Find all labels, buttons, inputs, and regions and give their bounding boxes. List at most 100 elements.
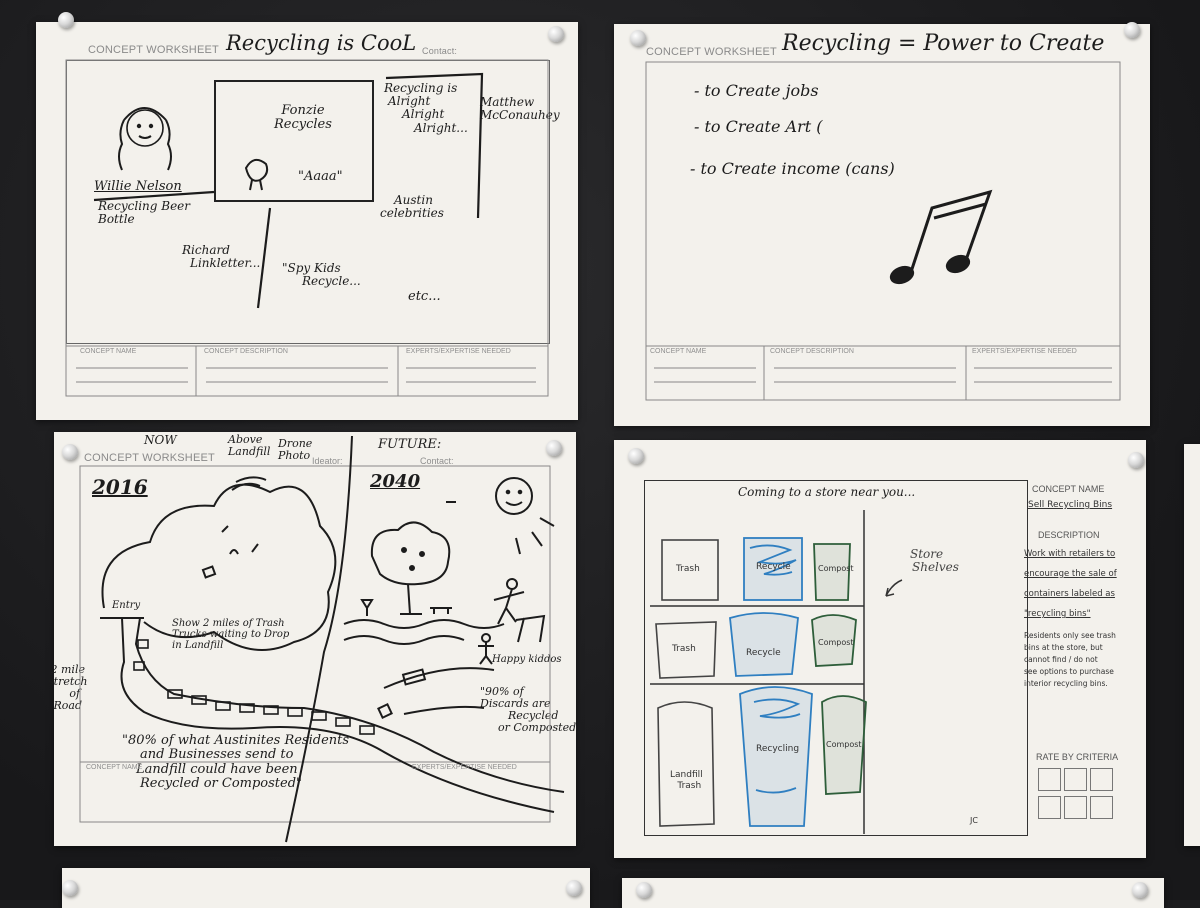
trash-bins-sketch	[655, 539, 719, 827]
richard-text: Richard Linkletter...	[182, 243, 260, 270]
description-text: Work with retailers to encourage the sal…	[1024, 544, 1117, 624]
drone-line: Drone	[278, 437, 313, 450]
show-trucks-text: Show 2 miles of Trash Trucks waiting to …	[172, 618, 289, 651]
concept-name-label: CONCEPT NAME	[86, 764, 143, 771]
push-pin	[628, 448, 644, 464]
quote-line-4: Recycled or Composted"	[140, 775, 303, 791]
ninety-line-4: or Composted	[498, 721, 577, 735]
criteria-box[interactable]	[1038, 796, 1061, 819]
worksheet-header: CONCEPT WORKSHEET	[84, 452, 215, 464]
two-mile-line-3: of	[69, 687, 81, 701]
coming-to-store-text: Coming to a store near you...	[738, 485, 916, 499]
partial-sheet-bottom-left	[62, 868, 590, 908]
push-pin	[1124, 22, 1140, 38]
above-landfill-label: Above Landfill	[228, 433, 271, 459]
richard-line-1: Richard	[182, 243, 230, 257]
drone-photo-label: Drone Photo	[278, 437, 313, 462]
description-line-4: "recycling bins"	[1024, 609, 1091, 619]
ninety-line-1: "90% of	[480, 685, 524, 698]
ninety-line-3: Recycled	[508, 709, 559, 723]
push-pin	[1128, 452, 1144, 468]
mcconaughey-text: Matthew McConauhey	[480, 95, 560, 122]
sheet-title: Recycling = Power to Create	[782, 31, 1105, 56]
trucks-line-2: Trucks waiting to Drop	[172, 629, 290, 640]
entry-label: Entry	[112, 600, 141, 611]
sketch-frame	[644, 480, 1028, 836]
bin-recycle-top: Recycle	[756, 562, 791, 572]
sheet3-sketches	[79, 435, 565, 843]
criteria-box[interactable]	[1064, 768, 1087, 791]
store-shelves-text: Store Shelves	[910, 547, 959, 575]
bullet-income: - to Create income (cans)	[690, 159, 895, 178]
etc-text: etc...	[408, 289, 441, 304]
description-line-3: containers labeled as	[1024, 589, 1115, 599]
criteria-box[interactable]	[1038, 768, 1061, 791]
push-pin	[58, 12, 74, 28]
concept-name-label: CONCEPT NAME	[80, 348, 137, 355]
bin-compost-top: Compost	[818, 564, 854, 573]
bin-recycling-tall: Recycling	[756, 744, 800, 754]
concept-name-label: CONCEPT NAME	[1032, 484, 1105, 494]
two-mile-line-1: 2 mile	[50, 663, 85, 676]
shelves-sketch	[650, 510, 903, 834]
note-line-2: bins at the store, but	[1024, 643, 1103, 652]
fonzie-box	[214, 80, 374, 202]
landfill-line: Landfill	[228, 445, 271, 459]
beer-line-2: Bottle	[98, 212, 135, 227]
fonzie-line-2: Recycles	[274, 117, 332, 133]
note-line-1: Residents only see trash	[1024, 631, 1116, 640]
alright-line-4: Alright...	[414, 120, 468, 135]
compost-bins-sketch	[811, 543, 867, 795]
note-line-3: cannot find / do not	[1024, 655, 1098, 664]
spy-kids-line-1: "Spy Kids	[282, 261, 341, 275]
ideator-label: Ideator:	[312, 456, 343, 466]
quote-line-2: and Businesses send to	[140, 747, 294, 763]
willie-nelson-text: Willie Nelson	[94, 179, 182, 194]
bin-trash-mid: Trash	[672, 644, 696, 654]
bin-trash-top: Trash	[676, 564, 700, 574]
happy-kiddos-text: Happy kiddos	[492, 654, 562, 665]
worksheet-recycling-is-cool: CONCEPT WORKSHEET Contact: Recycling is …	[36, 22, 578, 420]
trucks-sketch	[133, 639, 375, 735]
push-pin	[1132, 882, 1148, 898]
austin-line-2: celebrities	[380, 206, 444, 221]
aaaa-text: "Aaaa"	[298, 169, 343, 184]
form-footer-lines	[65, 59, 549, 397]
bird-sketch	[244, 158, 269, 191]
spy-kids-line-2: Recycle...	[302, 274, 361, 289]
alright-line-1: Recycling is	[384, 81, 458, 95]
sheet2-sketches	[645, 61, 1121, 401]
experts-label: EXPERTS/EXPERTISE NEEDED	[972, 348, 1077, 355]
partial-sheet-right-edge	[1184, 444, 1200, 846]
store-line: Store	[910, 547, 944, 561]
contact-label: Contact:	[422, 46, 458, 56]
initials-text: JC	[970, 816, 978, 825]
quote-line-1: "80% of what Austinites Residents	[122, 733, 350, 748]
worksheet-sell-recycling-bins: Coming to a store near you... Store Shel…	[614, 440, 1146, 858]
landfill-line: Landfill	[670, 770, 703, 780]
sheet-title: Recycling is CooL	[226, 31, 417, 55]
two-mile-line-2: stretch	[48, 675, 88, 689]
note-line-4: see options to purchase	[1024, 667, 1114, 676]
experts-label: EXPERTS/EXPERTISE NEEDED	[406, 348, 511, 355]
push-pin	[630, 30, 646, 46]
description-line-2: encourage the sale of	[1024, 569, 1117, 579]
worksheet-header: CONCEPT WORKSHEET	[88, 44, 219, 56]
year-2040: 2040	[370, 471, 421, 492]
bin-landfill-trash: Landfill Trash	[670, 770, 703, 793]
austin-celebrities-text: Austin celebrities	[380, 193, 444, 221]
alright-text: Recycling is Alright Alright Alright...	[384, 81, 468, 135]
fonzie-text: Fonzie Recycles	[274, 103, 332, 133]
note-text: Residents only see trash bins at the sto…	[1024, 630, 1116, 690]
push-pin	[548, 26, 564, 42]
criteria-box[interactable]	[1090, 796, 1113, 819]
bin-compost-mid: Compost	[818, 638, 854, 647]
criteria-box[interactable]	[1064, 796, 1087, 819]
recycle-bins-sketch	[729, 537, 813, 827]
austin-line-1: Austin	[394, 193, 433, 207]
worksheet-power-to-create: CONCEPT WORKSHEET Recycling = Power to C…	[614, 24, 1150, 426]
shelves-line: Shelves	[912, 560, 959, 575]
ninety-percent-text: "90% of Discards are Recycled or Compost…	[480, 685, 577, 735]
criteria-box[interactable]	[1090, 768, 1113, 791]
bullet-jobs: - to Create jobs	[694, 81, 819, 100]
